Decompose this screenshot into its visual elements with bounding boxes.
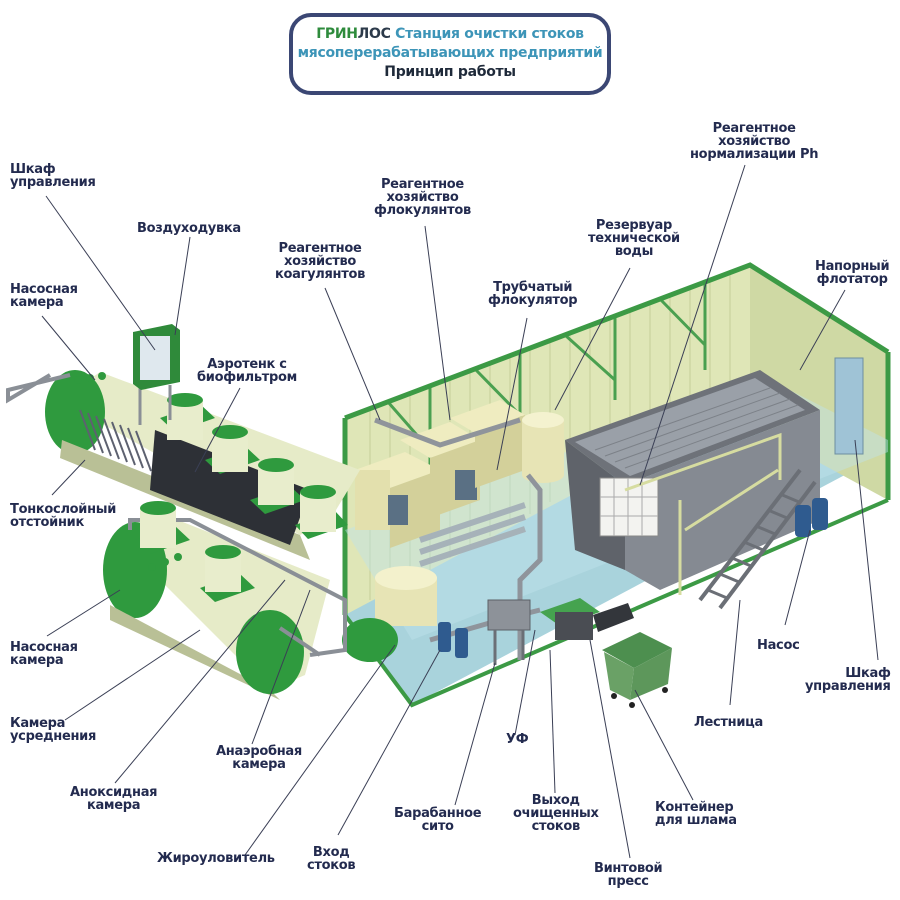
ibc-tank — [599, 477, 659, 537]
label-equalization-chamber: Камера усреднения — [10, 716, 97, 744]
label-anoxic-chamber: Аноксидная камера — [70, 785, 158, 813]
label-wastewater-inlet: Вход стоков — [307, 845, 356, 873]
label-control-cabinet-left: Шкаф управления — [10, 162, 96, 190]
label-anaerobic-chamber: Анаэробная камера — [216, 744, 302, 772]
leader-lines — [41, 164, 879, 859]
biofilter-modules — [135, 393, 348, 602]
lamella-plates — [79, 409, 152, 472]
treatment-container — [342, 262, 891, 708]
label-pump-chamber-bottom: Насосная камера — [10, 640, 78, 668]
tank-connecting-pipes — [6, 373, 347, 657]
label-aerotank: Аэротенк с биофильтром — [197, 357, 297, 385]
label-uv: УФ — [506, 732, 529, 747]
title-text-1: Станция очистки стоков — [390, 26, 584, 42]
ladder — [698, 468, 817, 610]
label-pump: Насос — [757, 638, 800, 653]
aerotank-section — [150, 430, 310, 545]
label-sludge-container: Контейнер для шлама — [655, 800, 737, 828]
label-flocculant-reagent: Реагентное хозяйство флокулянтов — [374, 177, 471, 218]
label-pump-chamber-top: Насосная камера — [10, 282, 78, 310]
process-water-tank — [522, 412, 564, 483]
label-treated-outlet: Выход очищенных стоков — [513, 793, 599, 834]
platform-railing — [624, 432, 782, 595]
screw-press — [540, 598, 634, 640]
title-text-2: мясоперерабатывающих предприятий — [297, 45, 603, 61]
control-cabinet-left — [133, 324, 180, 425]
container-roof-edge — [344, 262, 890, 421]
control-cabinet-right — [834, 357, 864, 455]
sludge-container — [602, 632, 672, 708]
tubular-flocculator — [419, 502, 526, 567]
brand-name-part1: ГРИН — [316, 26, 358, 42]
title-line-1: ГРИНЛОС Станция очистки стоков — [293, 25, 607, 44]
label-grease-trap: Жироуловитель — [157, 851, 275, 866]
label-control-cabinet-right: Шкаф управления — [805, 666, 891, 694]
brand-name-part2: ЛОС — [357, 26, 391, 42]
label-pressure-flotator: Напорный флотатор — [815, 259, 890, 287]
coagulant-reagent-units — [355, 422, 480, 548]
flocculant-reagent-units — [450, 400, 525, 488]
inlet-pumps — [438, 622, 468, 658]
pumps-right — [795, 498, 828, 537]
label-process-water-tank: Резервуар технической воды — [588, 218, 680, 259]
title-subtitle: Принцип работы — [384, 64, 516, 80]
label-drum-screen: Барабанное сито — [394, 806, 482, 834]
pressure-flotator — [565, 370, 820, 590]
label-blower: Воздуходувка — [137, 221, 241, 236]
title-frame: ГРИНЛОС Станция очистки стоков мясоперер… — [289, 13, 611, 95]
label-screw-press: Винтовой пресс — [594, 861, 663, 889]
grease-trap — [375, 566, 437, 626]
upper-tank — [45, 370, 360, 560]
label-ladder: Лестница — [694, 715, 763, 730]
label-lamella-settler: Тонкослойный отстойник — [10, 502, 117, 530]
label-ph-reagent: Реагентное хозяйство нормализации Ph — [690, 121, 819, 162]
label-tubular-flocculator: Трубчатый флокулятор — [488, 280, 578, 308]
drum-screen — [487, 599, 531, 665]
label-coagulant-reagent: Реагентное хозяйство коагулянтов — [275, 241, 366, 282]
